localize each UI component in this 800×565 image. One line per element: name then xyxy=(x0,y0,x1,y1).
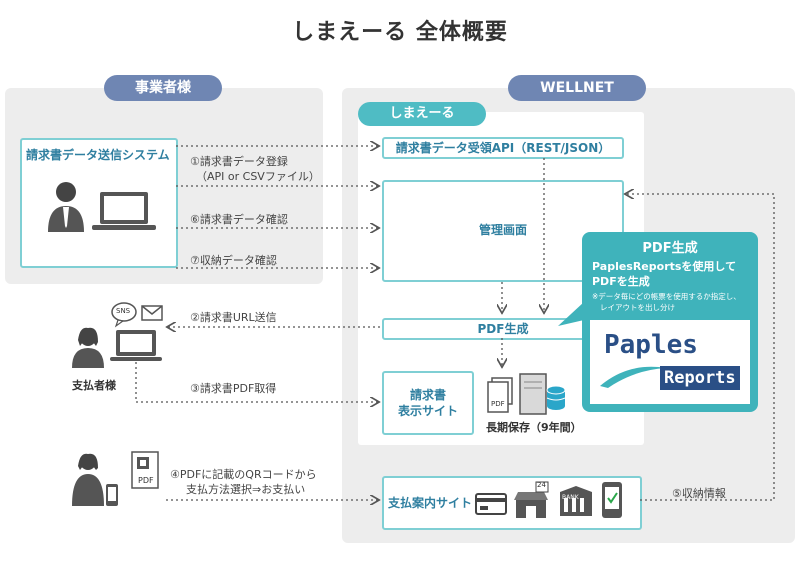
step1-label-1: ①請求書データ登録 xyxy=(190,155,288,168)
admin-screen-label: 管理画面 xyxy=(478,223,527,237)
invoice-view-site-box xyxy=(382,371,474,435)
callout-line1: PaplesReportsを使用して xyxy=(592,260,737,273)
invoice-view-site-label-1: 請求書 xyxy=(409,388,446,402)
invoice-view-site-label-2: 表示サイト xyxy=(397,404,458,418)
business-header: 事業者様 xyxy=(104,75,222,101)
payment-methods-icons xyxy=(475,481,622,518)
payment-guide-site-label: 支払案内サイト xyxy=(388,496,473,510)
paples-logo-swoosh xyxy=(600,366,666,388)
paples-logo-box xyxy=(590,320,750,404)
payment-guide-site-box xyxy=(382,476,642,530)
store-24-text: 24 xyxy=(537,481,546,489)
step5-label: ⑤収納情報 xyxy=(672,487,726,500)
page-title: しまえーる 全体概要 xyxy=(292,20,508,45)
invoice-send-system-box xyxy=(20,138,178,268)
wellnet-header: WELLNET xyxy=(508,75,646,101)
storage-icon: PDF xyxy=(487,373,566,415)
payer-phone-pdf-icon xyxy=(72,451,159,506)
svg-text:PDF: PDF xyxy=(491,400,505,408)
step7-label: ⑦収納データ確認 xyxy=(190,254,277,267)
sns-icon-text: SNS xyxy=(116,307,131,315)
payer-label: 支払者様 xyxy=(72,379,116,392)
step6-label: ⑥請求書データ確認 xyxy=(190,213,288,226)
invoice-api-box: 請求書データ受領API（REST/JSON） xyxy=(382,137,624,159)
step2-label: ②請求書URL送信 xyxy=(190,311,277,324)
step4-label-1: ④PDFに記載のQRコードから xyxy=(170,468,317,481)
step1-label-2: （API or CSVファイル） xyxy=(196,170,320,183)
callout-title: PDF生成 xyxy=(642,241,698,256)
callout-note1: ※データ毎にどの帳票を使用するか指定し、 xyxy=(592,292,741,301)
business-user-icon xyxy=(48,182,156,232)
invoice-send-system-title: 請求書データ送信システム xyxy=(26,148,170,162)
step3-label: ③請求書PDF取得 xyxy=(190,382,277,395)
paples-logo-word2: Reports xyxy=(664,368,736,388)
paples-logo-word1: Paples xyxy=(604,330,698,360)
bank-text: BANK xyxy=(562,494,579,501)
step4-label-2: 支払方法選択⇒お支払い xyxy=(186,483,306,496)
payer-sns-laptop-icon xyxy=(72,302,163,368)
pdf-icon-text: PDF xyxy=(138,476,154,485)
shimaeru-label: しまえーる xyxy=(358,102,486,126)
callout-note2: レイアウトを出し分け xyxy=(600,303,675,312)
paples-logo-reports-bg xyxy=(660,366,740,390)
storage-label: 長期保存（9年間） xyxy=(486,421,582,434)
callout-pointer xyxy=(558,302,584,326)
callout-line2: PDFを生成 xyxy=(592,275,650,288)
